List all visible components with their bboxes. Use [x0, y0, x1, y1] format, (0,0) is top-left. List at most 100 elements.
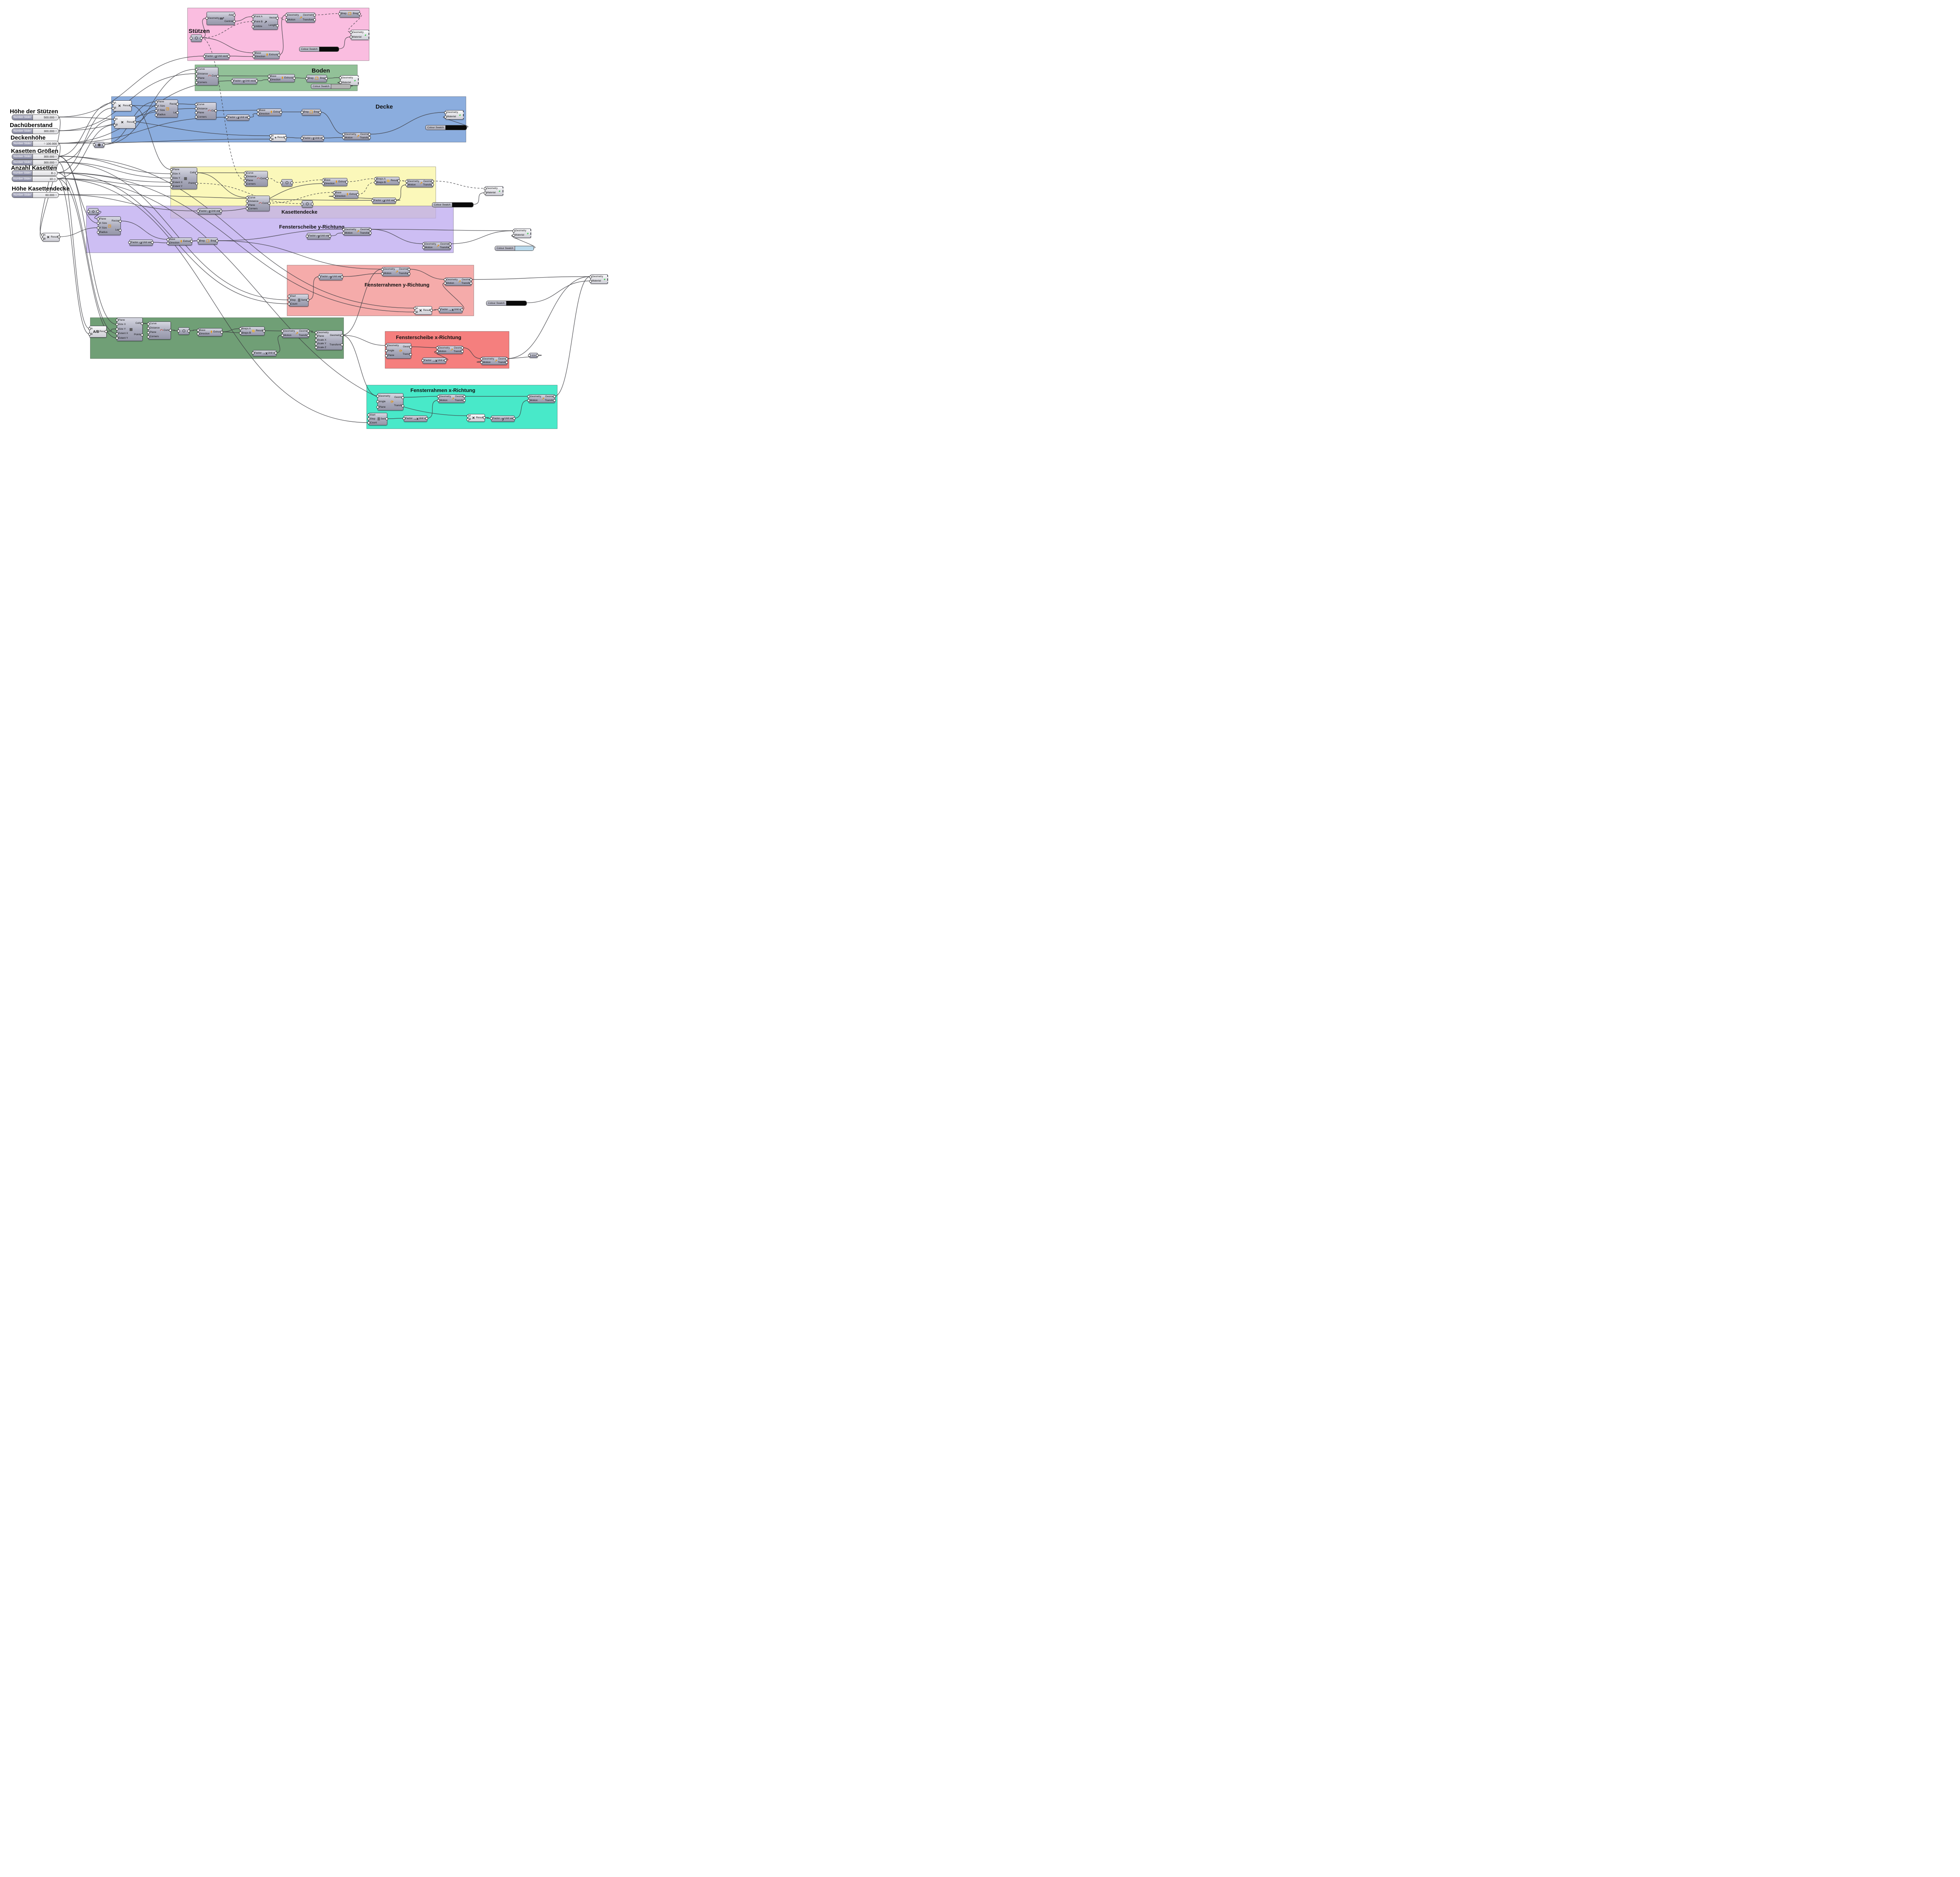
input-port[interactable]	[381, 272, 384, 275]
input-port[interactable]	[480, 357, 483, 360]
input-port[interactable]	[342, 228, 345, 231]
colour-swatch-pu_swatch[interactable]: Colour Swatch	[495, 246, 534, 251]
input-port[interactable]	[252, 25, 254, 28]
node-pu_unitz_top[interactable]: Factor ↑z Unit vector	[198, 208, 221, 214]
output-port[interactable]	[409, 345, 412, 349]
input-port[interactable]	[376, 400, 379, 403]
input-port[interactable]	[301, 202, 303, 205]
node-dg_unitx[interactable]: Factor →x Unit vector	[253, 350, 276, 356]
output-port[interactable]	[385, 418, 388, 420]
input-port[interactable]	[257, 109, 260, 112]
input-port[interactable]	[527, 399, 530, 402]
output-port[interactable]	[276, 24, 279, 27]
input-port[interactable]	[350, 36, 352, 38]
input-port[interactable]	[195, 81, 198, 84]
slider-knob[interactable]: ○	[55, 155, 57, 158]
input-port[interactable]	[414, 311, 416, 314]
input-port[interactable]	[93, 143, 96, 146]
input-port[interactable]	[170, 177, 173, 180]
output-port[interactable]	[394, 199, 397, 202]
input-port[interactable]	[246, 203, 249, 207]
input-port[interactable]	[195, 111, 198, 114]
input-port[interactable]	[252, 15, 254, 18]
output-port[interactable]	[187, 329, 190, 332]
input-port[interactable]	[288, 303, 290, 305]
output-port[interactable]	[313, 14, 316, 16]
node-de_unitz2[interactable]: Factor ↑z Unit vector	[302, 135, 324, 142]
node-fy_unitx[interactable]: Factor →x Unit vector	[439, 307, 463, 313]
output-port[interactable]	[368, 133, 371, 136]
output-port[interactable]	[449, 246, 452, 249]
node-fy_unity[interactable]: Factor ↑y Unit vector	[319, 274, 343, 280]
output-port[interactable]	[151, 241, 154, 244]
output-port[interactable]	[190, 240, 193, 243]
slider-knob[interactable]: ○	[55, 130, 57, 133]
number-slider-dh[interactable]: Number Slider ○100.000	[12, 141, 59, 147]
number-slider-hk[interactable]: Number Slider 60.000○	[12, 192, 59, 198]
output-port[interactable]	[408, 272, 410, 275]
output-port[interactable]	[345, 180, 348, 183]
input-port[interactable]	[350, 31, 352, 34]
input-port[interactable]	[512, 234, 515, 237]
input-port[interactable]	[195, 68, 198, 71]
input-port[interactable]	[374, 177, 377, 180]
number-slider-du[interactable]: Number Slider 300.000○	[12, 128, 59, 134]
input-port[interactable]	[438, 308, 441, 311]
node-fxr_unitx[interactable]: Factor →x Unit vector	[404, 416, 427, 422]
output-port[interactable]	[307, 334, 310, 337]
input-port[interactable]	[97, 226, 100, 229]
slider-knob[interactable]: ○	[44, 142, 45, 145]
input-port[interactable]	[87, 210, 90, 213]
input-port[interactable]	[113, 123, 116, 127]
input-port[interactable]	[315, 335, 318, 338]
input-port[interactable]	[147, 327, 150, 330]
input-port[interactable]	[414, 307, 416, 310]
input-port[interactable]	[444, 111, 447, 114]
input-port[interactable]	[527, 395, 530, 398]
output-port[interactable]	[220, 330, 223, 334]
input-port[interactable]	[315, 342, 318, 345]
input-port[interactable]	[205, 17, 208, 20]
input-port[interactable]	[318, 275, 321, 278]
output-port[interactable]	[220, 210, 222, 212]
output-port[interactable]	[505, 361, 508, 364]
input-port[interactable]	[466, 418, 469, 421]
output-port[interactable]	[293, 76, 296, 80]
input-port[interactable]	[147, 322, 150, 325]
swatch-color[interactable]	[319, 47, 339, 51]
number-slider-hs[interactable]: Number Slider 500.000○	[12, 114, 59, 120]
input-port[interactable]	[484, 191, 486, 194]
input-port[interactable]	[528, 354, 531, 357]
swatch-color[interactable]	[446, 125, 466, 130]
slider-track[interactable]: 8◇	[32, 171, 57, 176]
slider-track[interactable]: 500.000○	[33, 115, 58, 120]
output-port[interactable]	[341, 275, 343, 278]
output-port[interactable]	[461, 308, 463, 311]
output-port[interactable]	[176, 111, 179, 114]
node-bo_unitz[interactable]: Factor ↑z Unit vector	[232, 78, 257, 84]
output-port[interactable]	[536, 354, 539, 357]
input-port[interactable]	[88, 333, 91, 336]
input-port[interactable]	[422, 246, 425, 249]
output-port[interactable]	[470, 282, 472, 285]
colour-swatch-bo_swatch[interactable]: Colour Swatch	[311, 84, 351, 89]
output-port[interactable]	[141, 322, 143, 325]
input-port[interactable]	[385, 354, 388, 357]
